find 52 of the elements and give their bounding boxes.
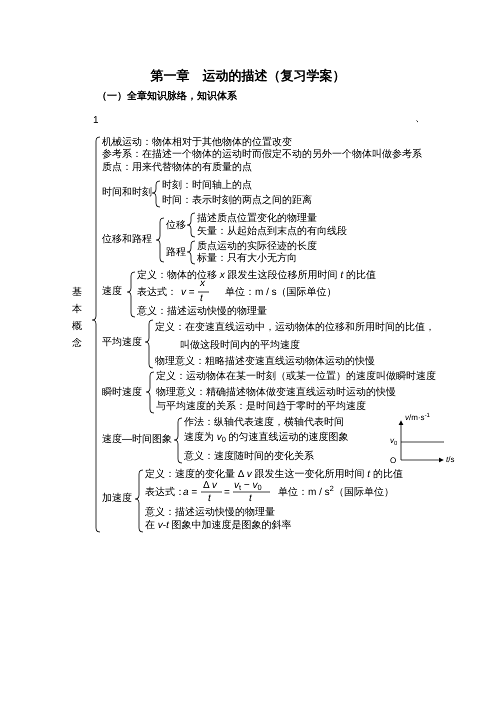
concept-term: 路程 [166,247,186,259]
concept-term: 瞬时速度 [102,387,142,399]
definition-text: 意义：速度随时间的变化关系 [184,451,314,463]
axis-label: v/m·s$^{-1}$ [405,413,430,423]
definition-text: 定义：运动物体在某一时刻（或某一位置）的速度叫做瞬时速度 [156,371,436,383]
axis-label: t/s [446,455,454,465]
definition-text: 时间：表示时刻的两点之间的距离 [162,195,312,207]
definition-text: 质点运动的实际径迹的长度 [197,241,317,252]
definition-text: 定义：物体的位移 x 跟发生这段位移所用时间 t 的比值 [137,270,376,281]
axis-label: O [390,456,396,466]
formula-text: t [208,493,211,505]
definition-text: 物理意义：精确描述物体做变速直线运动时运动的快慢 [156,387,396,399]
definition-text: 表达式： [137,287,177,299]
definition-text: 与平均速度的关系：是时间趋于零时的平均速度 [156,401,366,413]
concept-term: 位移和路程 [102,234,152,246]
definition-text: 速度为 v$_{0}$ 的匀速直线运动的速度图象 [184,432,349,444]
definition-text: 描述质点位置变化的物理量 [197,213,317,225]
definition-text: 在 v-t 图象中加速度是图象的斜率 [145,520,292,532]
page-number: 1 [93,115,99,127]
formula-text: v = [181,287,195,299]
definition-text: 意义：描述运动快慢的物理量 [145,507,275,519]
formula-text: Δ v [203,480,217,492]
concept-term: 速度 [102,286,122,298]
definition-text: 质点：用来代替物体的有质量的点 [102,162,252,174]
definition-text: 定义：在变速直线运动中，运动物体的位移和所用时间的比值，叫做这段时间内的平均速度 [155,320,436,353]
definition-text: 单位：m / s$^{2}$（国际单位） [278,487,394,499]
definition-text: 时刻：时间轴上的点 [162,180,252,192]
definition-text: 机械运动：物体相对于其他物体的位置改变 [102,137,292,148]
formula-text: t [249,493,252,505]
formula-text: t [200,293,203,305]
concept-term: 位移 [166,220,186,232]
definition-text: 单位：m / s（国际单位） [225,287,337,299]
definition-text: 意义：描述运动快慢的物理量 [137,306,267,318]
formula-text: = [224,487,230,499]
formula-text: v$_{t}$ − v$_{0}$ [234,480,262,492]
mark: 、 [415,113,425,125]
definition-text: 物理意义：粗略描述变速直线运动物体运动的快慢 [155,356,375,368]
definition-text: 矢量：从起始点到末点的有向线段 [197,226,347,238]
definition-text: 作法：纵轴代表速度，横轴代表时间 [184,417,344,429]
definition-text: 标量：只有大小无方向 [197,253,297,265]
definition-text: 定义：速度的变化量 Δ v 跟发生这一变化所用时间 t 的比值 [145,469,403,481]
formula-text: x [200,278,205,290]
concept-term: 平均速度 [102,337,142,349]
formula-text: a = [183,487,198,499]
concept-term: 速度—时间图象 [102,434,172,446]
section-heading: （一）全章知识脉络，知识体系 [97,91,237,103]
category-label: 基本概念 [72,286,82,351]
concept-term: 加速度 [102,493,132,505]
concept-term: 时间和时刻 [102,187,152,199]
definition-text: 参考系：在描述一个物体的运动时而假定不动的另外一个物体叫做参考系 [102,149,422,161]
axis-label: v$_{0}$ [390,436,398,446]
title: 第一章 运动的描述（复习学案） [150,67,346,85]
